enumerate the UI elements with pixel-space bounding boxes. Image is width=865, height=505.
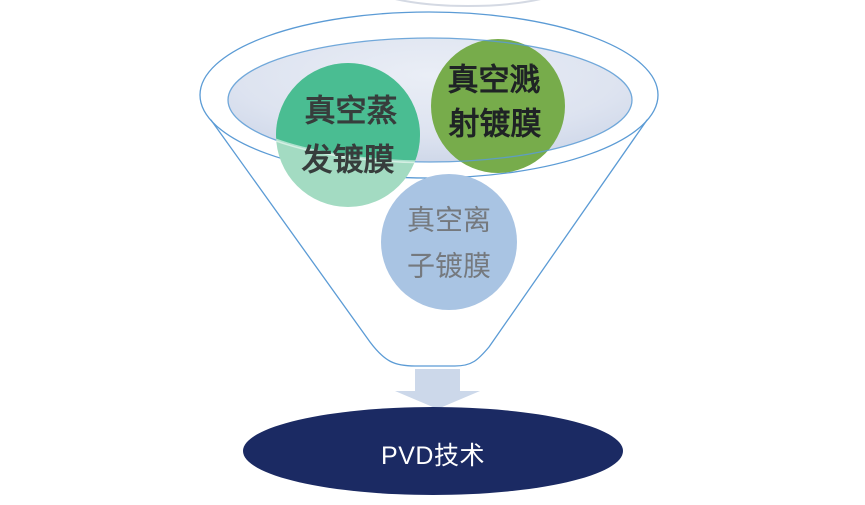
top-cropped-arc [395, 0, 541, 7]
vacuum-sputtering-label-line2: 射镀膜 [448, 107, 542, 142]
funnel-inner-rim [227, 37, 633, 163]
output-ellipse [243, 407, 623, 495]
vacuum-evaporation-label-line1: 真空蒸 [305, 94, 398, 129]
vacuum-sputtering-label-line1: 真空溅 [448, 63, 541, 98]
input-circle-vacuum-evaporation [276, 63, 420, 207]
funnel-cone-outline [210, 119, 648, 367]
vacuum-evaporation-upper-part [276, 63, 420, 162]
input-circle-vacuum-ion [381, 174, 517, 310]
down-arrow-icon [395, 369, 480, 409]
vacuum-ion-label-line2: 子镀膜 [407, 251, 491, 282]
output-label: PVD技术 [381, 442, 485, 470]
vacuum-ion-label-line1: 真空离 [407, 205, 491, 236]
input-circle-vacuum-sputtering [431, 39, 565, 173]
vacuum-evaporation-label-line2: 发镀膜 [301, 143, 395, 178]
